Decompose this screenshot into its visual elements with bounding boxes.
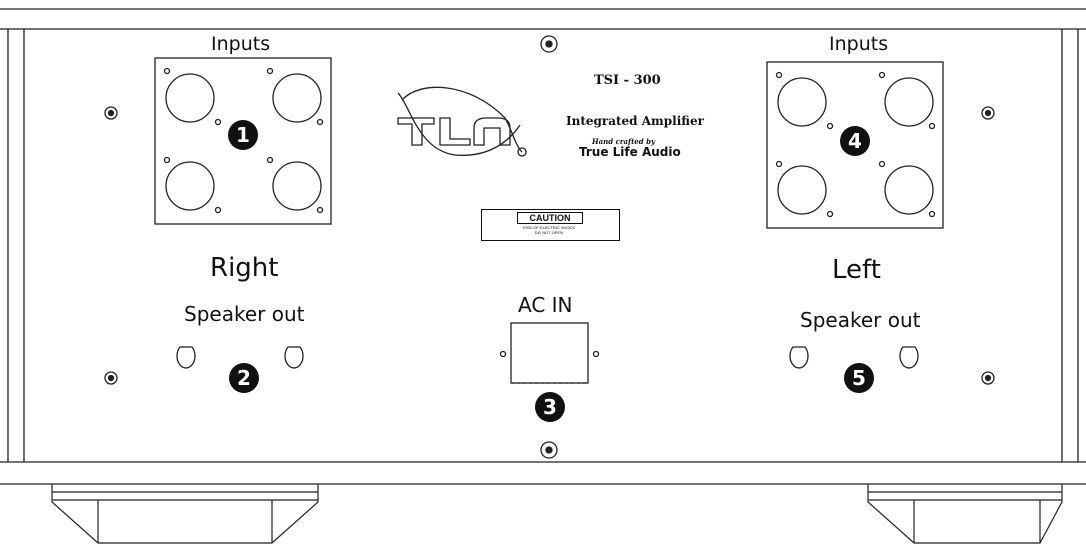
speaker-out-right-label: Speaker out (184, 302, 305, 326)
left-channel-label: Left (832, 255, 881, 285)
caution-label: CAUTION RISK OF ELECTRIC SHOCK DO NOT OP… (481, 209, 620, 241)
tla-logo (397, 86, 527, 157)
callout-4: 4 (840, 126, 870, 156)
speaker-out-left-label: Speaker out (800, 308, 921, 332)
foot-right (867, 484, 1063, 544)
screw-icon (981, 106, 995, 120)
callout-1: 1 (228, 120, 258, 150)
speaker-terminal-icon (899, 346, 919, 369)
screw-icon (540, 441, 558, 459)
right-channel-label: Right (210, 253, 279, 283)
speaker-terminal-icon (176, 346, 196, 369)
input-block-right (154, 57, 332, 225)
product-name: Integrated Amplifier (566, 114, 704, 128)
speaker-terminal-icon (284, 346, 304, 369)
callout-3: 3 (535, 392, 565, 422)
callout-2: 2 (229, 363, 259, 393)
handcrafted-text: Hand crafted by (592, 137, 656, 146)
caution-title: CAUTION (517, 212, 583, 224)
ac-in-label: AC IN (518, 293, 573, 317)
ac-inlet (499, 322, 600, 384)
model-number: TSI - 300 (594, 73, 661, 88)
inputs-right-label: Inputs (211, 33, 271, 55)
screw-icon (540, 35, 558, 53)
screw-icon (981, 371, 995, 385)
caution-line2: DO NOT OPEN (535, 230, 563, 235)
caution-line1: RISK OF ELECTRIC SHOCK (522, 225, 576, 230)
input-block-left (766, 61, 944, 229)
speaker-terminal-icon (789, 346, 809, 369)
foot-left (51, 484, 319, 544)
screw-icon (104, 371, 118, 385)
inputs-left-label: Inputs (829, 33, 889, 55)
callout-5: 5 (844, 363, 874, 393)
screw-icon (104, 106, 118, 120)
maker-name: True Life Audio (579, 145, 681, 159)
